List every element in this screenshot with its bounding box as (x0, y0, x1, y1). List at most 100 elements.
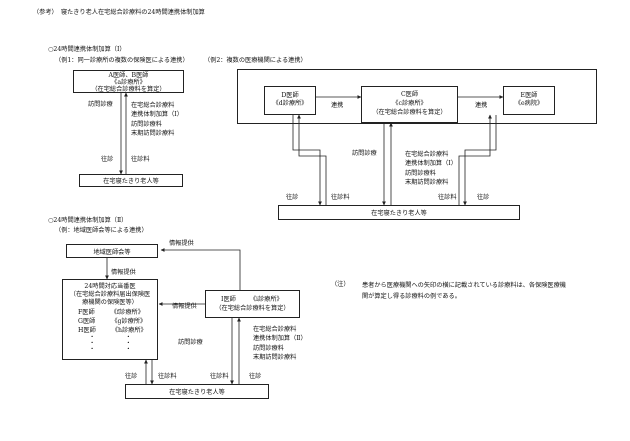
ex2-fee-list: 在宅総合診療料 連携体制加算（Ⅰ） 訪問診療料 末期訪問診療料 (405, 150, 457, 188)
ex1-doctor-box: A医師、B医師 《a診療所》 （在宅総合診療料を算定） (73, 70, 184, 93)
ex2-e-box: E医師 《e病院》 (503, 86, 555, 115)
i-doctor-box: I医師 《i診療所》 （在宅総合診療料を算定） (205, 290, 300, 318)
ex2-patient-label: 在宅寝たきり老人等 (371, 210, 427, 217)
duty-note: （在宅総合診療料届出保険医 (69, 291, 151, 298)
ex1-doctor-name: A医師、B医師 (108, 72, 149, 79)
ex1-fee: 連携体制加算（Ⅰ） (131, 111, 183, 119)
note-line: 患者から医療機関への矢印の横に記載されている診療料は、各保険医療機 (362, 282, 566, 289)
ex2-visit-label: 訪問診療 (352, 150, 377, 157)
duty-title: 24時間対応当番医 (84, 283, 136, 290)
s2-patient-label: 在宅寝たきり老人等 (169, 389, 225, 396)
ex2-d-doctor: D医師 (281, 92, 299, 99)
ex2-e-clinic: 《e病院》 (514, 100, 544, 107)
dot: ・ (89, 340, 96, 347)
ex1-patient-label: 在宅寝たきり老人等 (103, 178, 159, 185)
association-label: 地域医師会等 (93, 249, 131, 256)
ex2-e-doctor: E医師 (520, 92, 538, 99)
ex2-fee: 訪問診療料 (405, 169, 436, 177)
ex2-oushin-right-down (463, 115, 497, 206)
duty-dots-row: ・・ (63, 346, 157, 353)
section2-heading: ○24時間連携体制加算（Ⅱ） (48, 217, 128, 224)
s2-oushinryo-left: 往診料 (158, 373, 177, 380)
ex1-fee: 訪問診療料 (131, 120, 162, 128)
info-label-mid: 情報提供 (172, 303, 197, 310)
s2-fee: 末期訪問診療料 (253, 354, 297, 362)
duty-doctor-name: F医師 (78, 309, 95, 316)
ex1-patient-box: 在宅寝たきり老人等 (79, 174, 183, 187)
ex2-patient-box: 在宅寝たきり老人等 (278, 205, 520, 220)
dot: ・ (125, 340, 132, 347)
ex2-oushin-left: 往診 (286, 194, 299, 201)
section1-heading: ○24時間連携体制加算（Ⅰ） (48, 46, 126, 53)
dot: ・ (89, 334, 96, 341)
ex2-d-clinic: 《d診療所》 (272, 100, 308, 107)
ex2-oushinryo-right: 往診料 (438, 194, 457, 201)
ex1-fee: 末期訪問診療料 (131, 130, 175, 138)
ex2-d-box: D医師 《d診療所》 (264, 86, 316, 115)
s2-fee: 連携体制加算（Ⅱ） (253, 335, 307, 343)
example2-label: （例2：複数の医療機関による連携） (204, 57, 307, 64)
duty-doctor-clinic: 《h診療所》 (111, 327, 147, 334)
ex2-renkei-left-label: 連携 (331, 102, 344, 109)
duty-doctor-name: G医師 (78, 318, 96, 325)
duty-doctor-clinic: 《f診療所》 (110, 309, 144, 316)
ex2-oushin-right-up (458, 114, 492, 205)
duty-dots-row: ・・ (63, 340, 157, 347)
i-doctor-row: I医師 《i診療所》 (206, 295, 299, 304)
ex2-institution-frame (237, 69, 597, 124)
duty-note-2: 療機関の保険医等） (82, 299, 138, 306)
ex2-oushinryo-left: 往診料 (331, 194, 350, 201)
page-title: （参考） 寝たきり老人在宅総合診療料の24時間連携体制加算 (33, 9, 205, 16)
s2-visit-label: 訪問診療 (178, 339, 203, 346)
s2-oushinryo-right: 往診料 (210, 373, 229, 380)
duty-doctor-box: 24時間対応当番医 （在宅総合診療料届出保険医 療機関の保険医等） F医師 《f診… (62, 279, 158, 360)
section2-example-label: （例：地域医師会等による連携） (55, 227, 148, 234)
ex2-c-note: （在宅総合診療料を算定） (372, 109, 447, 116)
duty-dots-row: ・・ (63, 334, 157, 341)
i-doctor-note: （在宅総合診療料を算定） (215, 305, 290, 312)
dot: ・ (125, 334, 132, 341)
duty-doctor-name: H医師 (78, 327, 96, 334)
note-line: 関が算定し得る診療料の例である。 (362, 293, 461, 300)
ex1-oushinryo-label: 往診料 (131, 156, 150, 163)
ex2-oushin-right: 往診 (477, 194, 490, 201)
ex2-fee: 在宅総合診療料 (405, 151, 449, 158)
s2-fee: 訪問診療料 (253, 344, 284, 352)
s2-oushin-left: 往診 (125, 373, 138, 380)
ex2-oushin-left-up (297, 114, 327, 205)
s2-patient-box: 在宅寝たきり老人等 (125, 384, 269, 399)
ex2-oushin-left-down (292, 115, 322, 206)
dot: ・ (89, 346, 96, 353)
info-label-left: 情報提供 (111, 269, 136, 276)
ex1-oushin-label: 往診 (101, 156, 114, 163)
duty-doctor-list: F医師《f診療所》 G医師《g診療所》 H医師《h診療所》 ・・ ・・ ・・ (63, 308, 157, 353)
duty-doctor-row: H医師 《h診療所》 (63, 326, 157, 335)
ex1-visit-label: 訪問診療 (88, 101, 113, 108)
ex2-c-clinic: 《c診療所》 (392, 100, 427, 107)
ex2-fee: 末期訪問診療料 (405, 179, 449, 187)
note-mark: （注） (331, 281, 350, 288)
association-box: 地域医師会等 (66, 244, 158, 258)
ex1-fee: 在宅総合診療料 (131, 102, 175, 109)
duty-doctor-clinic: 《g診療所》 (111, 318, 147, 325)
ex2-fee: 連携体制加算（Ⅰ） (405, 160, 457, 168)
duty-doctor-row: F医師 《f診療所》 (63, 308, 157, 317)
note-text: 患者から医療機関への矢印の横に記載されている診療料は、各保険医療機 関が算定し得… (362, 280, 566, 302)
ex1-fee-list: 在宅総合診療料 連携体制加算（Ⅰ） 訪問診療料 末期訪問診療料 (131, 101, 183, 139)
example1-label: （例1：同一診療所の複数の保険医による連携） (55, 57, 189, 64)
info-label-top: 情報提供 (169, 240, 194, 247)
s2-fee-list: 在宅総合診療料 連携体制加算（Ⅱ） 訪問診療料 末期訪問診療料 (253, 325, 307, 363)
s2-info-i-to-assoc (160, 248, 241, 290)
s2-fee: 在宅総合診療料 (253, 326, 297, 333)
duty-doctor-row: G医師 《g診療所》 (63, 317, 157, 326)
ex2-renkei-right-label: 連携 (475, 102, 488, 109)
dot: ・ (125, 346, 132, 353)
ex2-c-box: C医師 《c診療所》 （在宅総合診療料を算定） (361, 86, 458, 123)
s2-oushin-right: 往診 (249, 373, 262, 380)
ex2-c-doctor: C医師 (400, 91, 419, 98)
ex1-clinic-name: 《a診療所》 (111, 79, 146, 86)
i-clinic-name: 《i診療所》 (249, 296, 283, 303)
i-doctor-name: I医師 (221, 296, 236, 303)
ex1-doctor-note: （在宅総合診療料を算定） (91, 86, 166, 93)
